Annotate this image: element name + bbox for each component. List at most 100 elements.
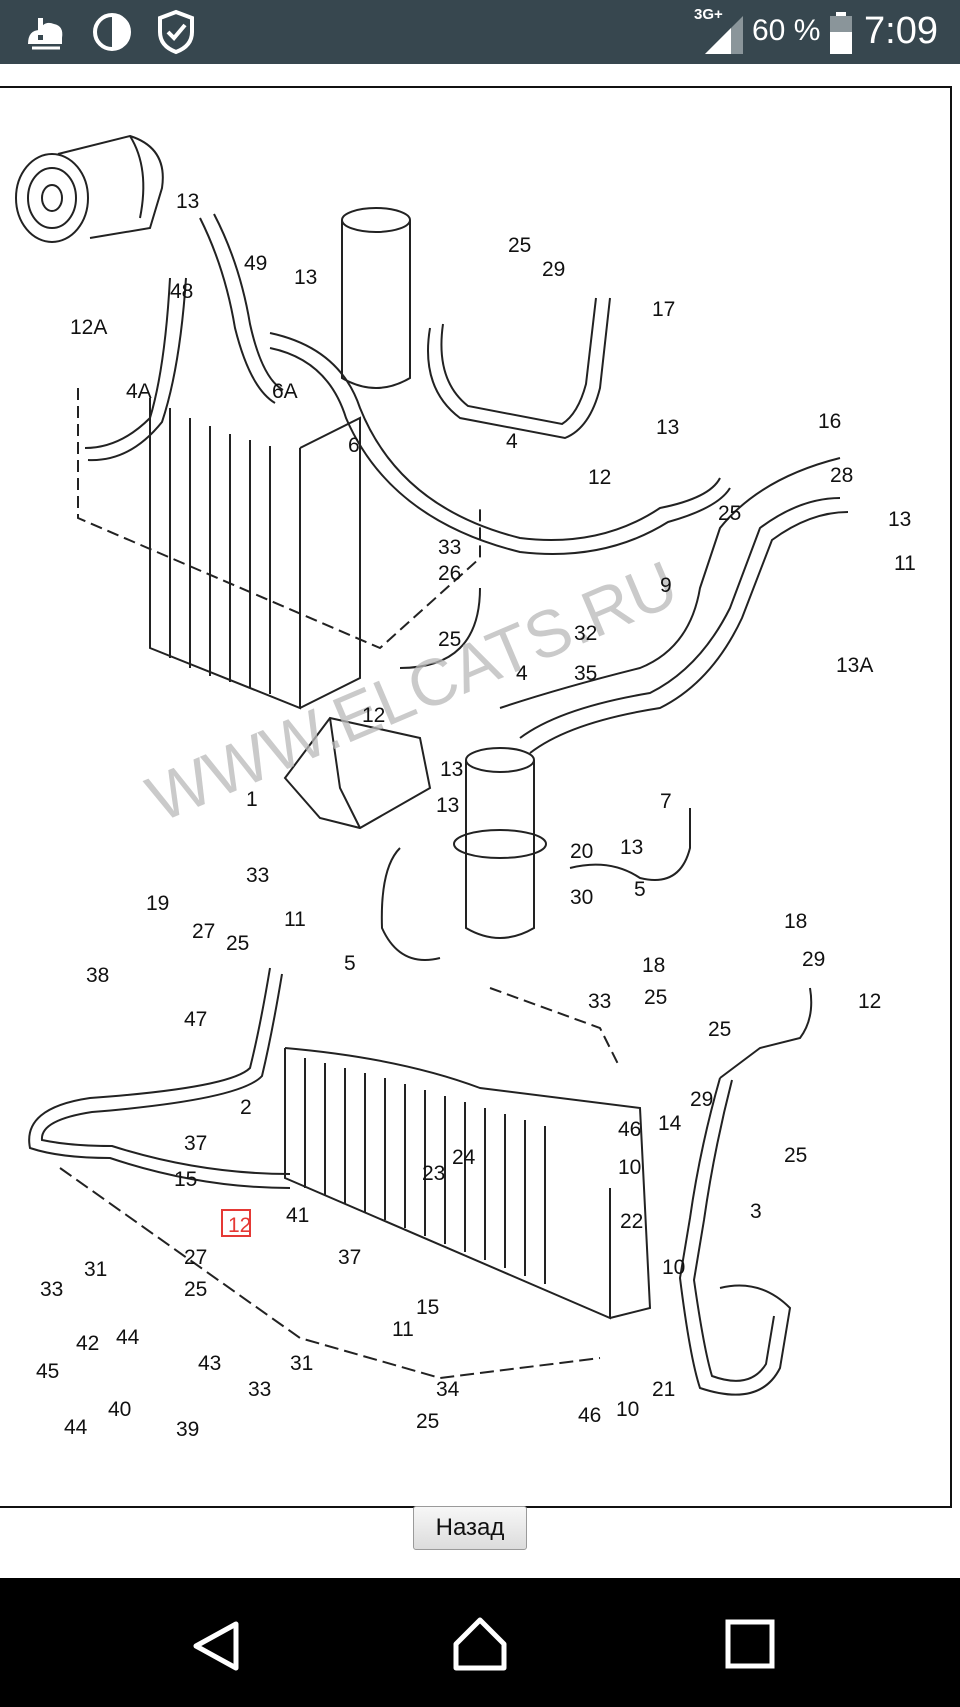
part-label[interactable]: 2 xyxy=(240,1096,252,1119)
part-label[interactable]: 14 xyxy=(658,1112,682,1135)
part-label[interactable]: 25 xyxy=(718,502,741,525)
part-label[interactable]: 7 xyxy=(660,790,672,813)
part-label[interactable]: 33 xyxy=(246,864,269,887)
part-label[interactable]: 25 xyxy=(508,234,531,257)
part-label[interactable]: 3 xyxy=(750,1200,762,1223)
alert-weather-icon xyxy=(28,18,63,50)
part-label[interactable]: 39 xyxy=(176,1418,199,1441)
part-label[interactable]: 25 xyxy=(784,1144,807,1167)
part-label[interactable]: 19 xyxy=(146,892,169,915)
part-label[interactable]: 13 xyxy=(888,508,911,531)
part-label[interactable]: 12 xyxy=(228,1214,251,1237)
part-label[interactable]: 11 xyxy=(392,1318,414,1341)
part-label[interactable]: 15 xyxy=(174,1168,197,1191)
part-label[interactable]: 25 xyxy=(438,628,461,651)
part-label[interactable]: 13 xyxy=(176,190,199,213)
part-label[interactable]: 10 xyxy=(618,1156,641,1179)
part-label[interactable]: 46 xyxy=(578,1404,601,1427)
part-label[interactable]: 31 xyxy=(290,1352,313,1375)
part-label[interactable]: 41 xyxy=(286,1204,309,1227)
part-label[interactable]: 13A xyxy=(836,654,873,677)
part-label[interactable]: 33 xyxy=(248,1378,271,1401)
part-label[interactable]: 9 xyxy=(660,574,672,597)
part-label[interactable]: 13 xyxy=(294,266,317,289)
part-label[interactable]: 44 xyxy=(116,1326,140,1349)
part-label[interactable]: 12 xyxy=(588,466,611,489)
part-label[interactable]: 6 xyxy=(348,434,360,457)
part-label[interactable]: 28 xyxy=(830,464,853,487)
part-label[interactable]: 26 xyxy=(438,562,461,585)
part-label[interactable]: 13 xyxy=(620,836,643,859)
part-label[interactable]: 31 xyxy=(84,1258,107,1281)
part-label[interactable]: 47 xyxy=(184,1008,207,1031)
part-label[interactable]: 22 xyxy=(620,1210,643,1233)
part-label[interactable]: 16 xyxy=(818,410,841,433)
part-label[interactable]: 37 xyxy=(338,1246,361,1269)
receiver-drier-lower xyxy=(453,747,547,939)
part-label[interactable]: 21 xyxy=(652,1378,675,1401)
part-label[interactable]: 35 xyxy=(574,662,597,685)
part-label[interactable]: 4 xyxy=(516,662,528,685)
part-label[interactable]: 45 xyxy=(36,1360,59,1383)
part-label[interactable]: 38 xyxy=(86,964,109,987)
part-label[interactable]: 11 xyxy=(894,552,916,575)
part-label[interactable]: 37 xyxy=(184,1132,207,1155)
hose-lines-upper xyxy=(84,213,731,555)
back-nav-icon[interactable] xyxy=(188,1618,244,1674)
part-label[interactable]: 33 xyxy=(40,1278,63,1301)
part-label[interactable]: 13 xyxy=(436,794,459,817)
part-label[interactable]: 12 xyxy=(362,704,385,727)
part-label[interactable]: 30 xyxy=(570,886,593,909)
part-label[interactable]: 4 xyxy=(506,430,518,453)
part-label[interactable]: 29 xyxy=(690,1088,713,1111)
part-label[interactable]: 20 xyxy=(570,840,593,863)
recents-nav-icon[interactable] xyxy=(724,1618,776,1670)
part-label[interactable]: 1 xyxy=(246,788,258,811)
part-label[interactable]: 44 xyxy=(64,1416,88,1439)
part-label[interactable]: 25 xyxy=(416,1410,439,1433)
part-label[interactable]: 25 xyxy=(226,932,249,955)
part-label[interactable]: 29 xyxy=(802,948,825,971)
part-label[interactable]: 12 xyxy=(858,990,881,1013)
part-label[interactable]: 6A xyxy=(272,380,298,403)
highlight-box xyxy=(221,1209,251,1237)
back-button[interactable]: Назад xyxy=(413,1506,527,1550)
part-label[interactable]: 5 xyxy=(344,952,356,975)
part-label[interactable]: 18 xyxy=(642,954,665,977)
part-label[interactable]: 25 xyxy=(644,986,667,1009)
part-label[interactable]: 5 xyxy=(634,878,646,901)
part-label[interactable]: 10 xyxy=(662,1256,685,1279)
part-label[interactable]: 42 xyxy=(76,1332,99,1355)
part-label[interactable]: 12A xyxy=(70,316,107,339)
part-label[interactable]: 33 xyxy=(588,990,611,1013)
part-label[interactable]: 48 xyxy=(170,280,193,303)
part-label[interactable]: 25 xyxy=(184,1278,207,1301)
shield-check-icon xyxy=(158,9,194,55)
part-label[interactable]: 23 xyxy=(422,1162,445,1185)
part-label[interactable]: 46 xyxy=(618,1118,641,1141)
data-usage-icon xyxy=(93,13,131,51)
part-label[interactable]: 27 xyxy=(192,920,215,943)
part-label[interactable]: 32 xyxy=(574,622,597,645)
part-label[interactable]: 40 xyxy=(108,1398,131,1421)
part-label[interactable]: 24 xyxy=(452,1146,476,1169)
parts-diagram[interactable]: WWW.ELCATS.RU 13 12A 48 49 4A 6A 13 6 25… xyxy=(0,86,952,1508)
part-label[interactable]: 17 xyxy=(652,298,675,321)
clock: 7:09 xyxy=(864,10,938,52)
part-label[interactable]: 49 xyxy=(244,252,267,275)
part-label[interactable]: 10 xyxy=(616,1398,639,1421)
part-label[interactable]: 4A xyxy=(126,380,152,403)
part-label[interactable]: 34 xyxy=(436,1378,460,1401)
part-label[interactable]: 27 xyxy=(184,1246,207,1269)
part-label[interactable]: 11 xyxy=(284,908,306,931)
part-label[interactable]: 18 xyxy=(784,910,807,933)
part-label[interactable]: 15 xyxy=(416,1296,439,1319)
part-label[interactable]: 13 xyxy=(656,416,679,439)
part-label[interactable]: 33 xyxy=(438,536,461,559)
part-label[interactable]: 29 xyxy=(542,258,565,281)
part-label[interactable]: 43 xyxy=(198,1352,221,1375)
part-label[interactable]: 25 xyxy=(708,1018,731,1041)
part-label[interactable]: 13 xyxy=(440,758,463,781)
condenser-upper xyxy=(77,388,481,710)
home-nav-icon[interactable] xyxy=(450,1614,510,1674)
